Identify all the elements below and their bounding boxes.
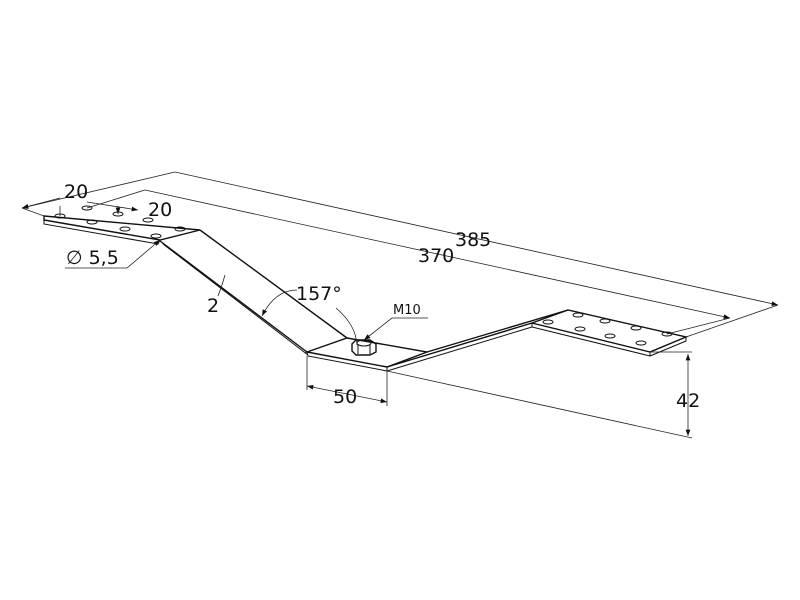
dim-pitch-1: 20 — [64, 181, 88, 203]
dim-height: 42 — [676, 390, 700, 412]
dim-overall-length: 385 — [455, 229, 491, 251]
holes-right — [542, 312, 673, 346]
dimension-labels: 20 20 ∅ 5,5 385 370 2 157° M10 50 42 — [64, 181, 700, 412]
m10-nut — [351, 339, 377, 356]
dim-thread: M10 — [393, 303, 421, 318]
dim-base-width: 50 — [333, 386, 357, 408]
dim-pitch-2: 20 — [148, 199, 172, 221]
dim-hole-span: 370 — [418, 245, 454, 267]
bracket-part — [43, 205, 689, 372]
dim-hole-diameter: ∅ 5,5 — [66, 247, 119, 269]
dim-bend-angle: 157° — [296, 283, 342, 305]
dimension-lines — [21, 171, 779, 439]
dim-thickness: 2 — [207, 295, 219, 317]
